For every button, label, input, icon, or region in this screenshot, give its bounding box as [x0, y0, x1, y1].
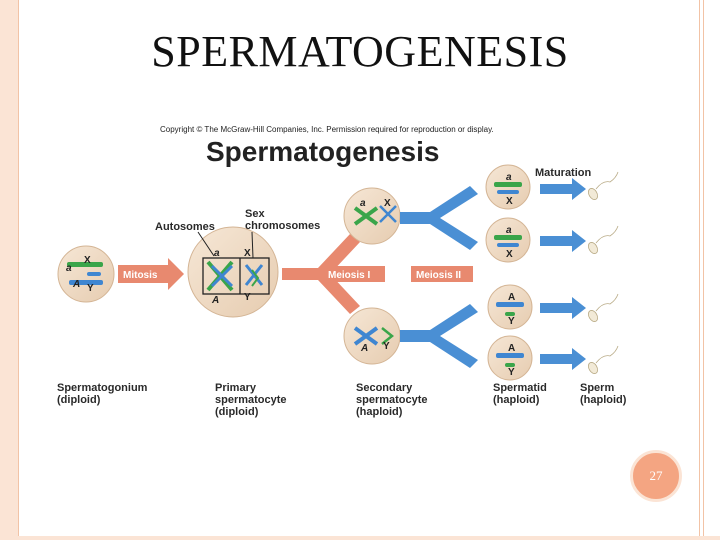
sperm-2 [588, 225, 619, 254]
allele-y: Y [244, 292, 251, 303]
allele-a: a [360, 198, 366, 209]
chromosome-green [67, 262, 103, 267]
chromosome-y [87, 272, 101, 276]
allele-a: a [506, 225, 512, 236]
meiosis2-fork-top [400, 186, 478, 250]
maturation-arrow-3 [540, 297, 586, 319]
allele-y: Y [383, 341, 390, 352]
slide-border-line [699, 0, 700, 540]
autosomes-label: Autosomes [155, 221, 215, 233]
allele-a: a [506, 172, 512, 183]
sperm-3 [588, 293, 619, 322]
sperm-4 [588, 345, 619, 374]
allele-x: X [84, 255, 91, 266]
diagram-title: Spermatogenesis [206, 136, 440, 167]
autosome-pair-blue [210, 264, 234, 288]
sperm-1 [588, 171, 619, 200]
stage-label-sperm: Sperm (haploid) [580, 382, 627, 406]
meiosis1-arrow [323, 266, 385, 282]
allele-y: Y [508, 367, 515, 378]
slide-border-left [0, 0, 19, 540]
allele-A: A [72, 279, 80, 290]
stage-label-secondary: Secondary spermatocyte (haploid) [356, 382, 428, 418]
mitosis-label: Mitosis [123, 270, 158, 281]
copyright-notice: Copyright © The McGraw-Hill Companies, I… [160, 125, 494, 134]
slide-border-line [703, 0, 704, 540]
meiosis1-label: Meiosis I [328, 270, 370, 281]
slide-border-bottom [18, 536, 720, 540]
meiosis1-fork [282, 234, 360, 314]
stage-label-primary: Primary spermatocyte (diploid) [215, 382, 287, 418]
chromosome-box [202, 257, 270, 295]
allele-A: A [211, 295, 219, 306]
sex-chromosome-y [251, 269, 260, 287]
allele-A: A [360, 343, 368, 354]
allele-y: Y [87, 283, 94, 294]
spermatogonium-cell [57, 245, 115, 303]
allele-x: X [384, 198, 391, 209]
sex-chromosomes-label-line1: Sex [245, 208, 265, 220]
maturation-arrow-4 [540, 348, 586, 370]
maturation-label: Maturation [535, 167, 592, 179]
sex-chromosomes-label-line2: chromosomes [245, 220, 321, 232]
meiosis2-arrow [411, 266, 473, 282]
allele-x: X [506, 196, 513, 207]
primary-spermatocyte-cell [187, 226, 279, 318]
maturation-arrow-2 [540, 230, 586, 252]
slide-title: SPERMATOGENESIS [151, 27, 569, 76]
chromosome-blue [69, 280, 103, 285]
allele-A: A [508, 292, 515, 303]
sex-chromosome-x [244, 264, 264, 286]
maturation-arrow-1 [540, 178, 586, 200]
allele-a: a [214, 248, 220, 259]
allele-x: X [244, 248, 251, 259]
stage-label-spermatogonium: Spermatogonium (diploid) [57, 382, 148, 406]
allele-A: A [508, 343, 515, 354]
meiosis2-label: Meiosis II [416, 270, 461, 281]
page-number-badge: 27 [630, 450, 682, 502]
allele-a: a [66, 263, 72, 274]
allele-x: X [506, 249, 513, 260]
allele-y: Y [508, 316, 515, 327]
meiosis2-fork-bottom [400, 304, 478, 368]
stage-label-spermatid: Spermatid (haploid) [493, 382, 547, 406]
mitosis-arrow [118, 258, 184, 290]
